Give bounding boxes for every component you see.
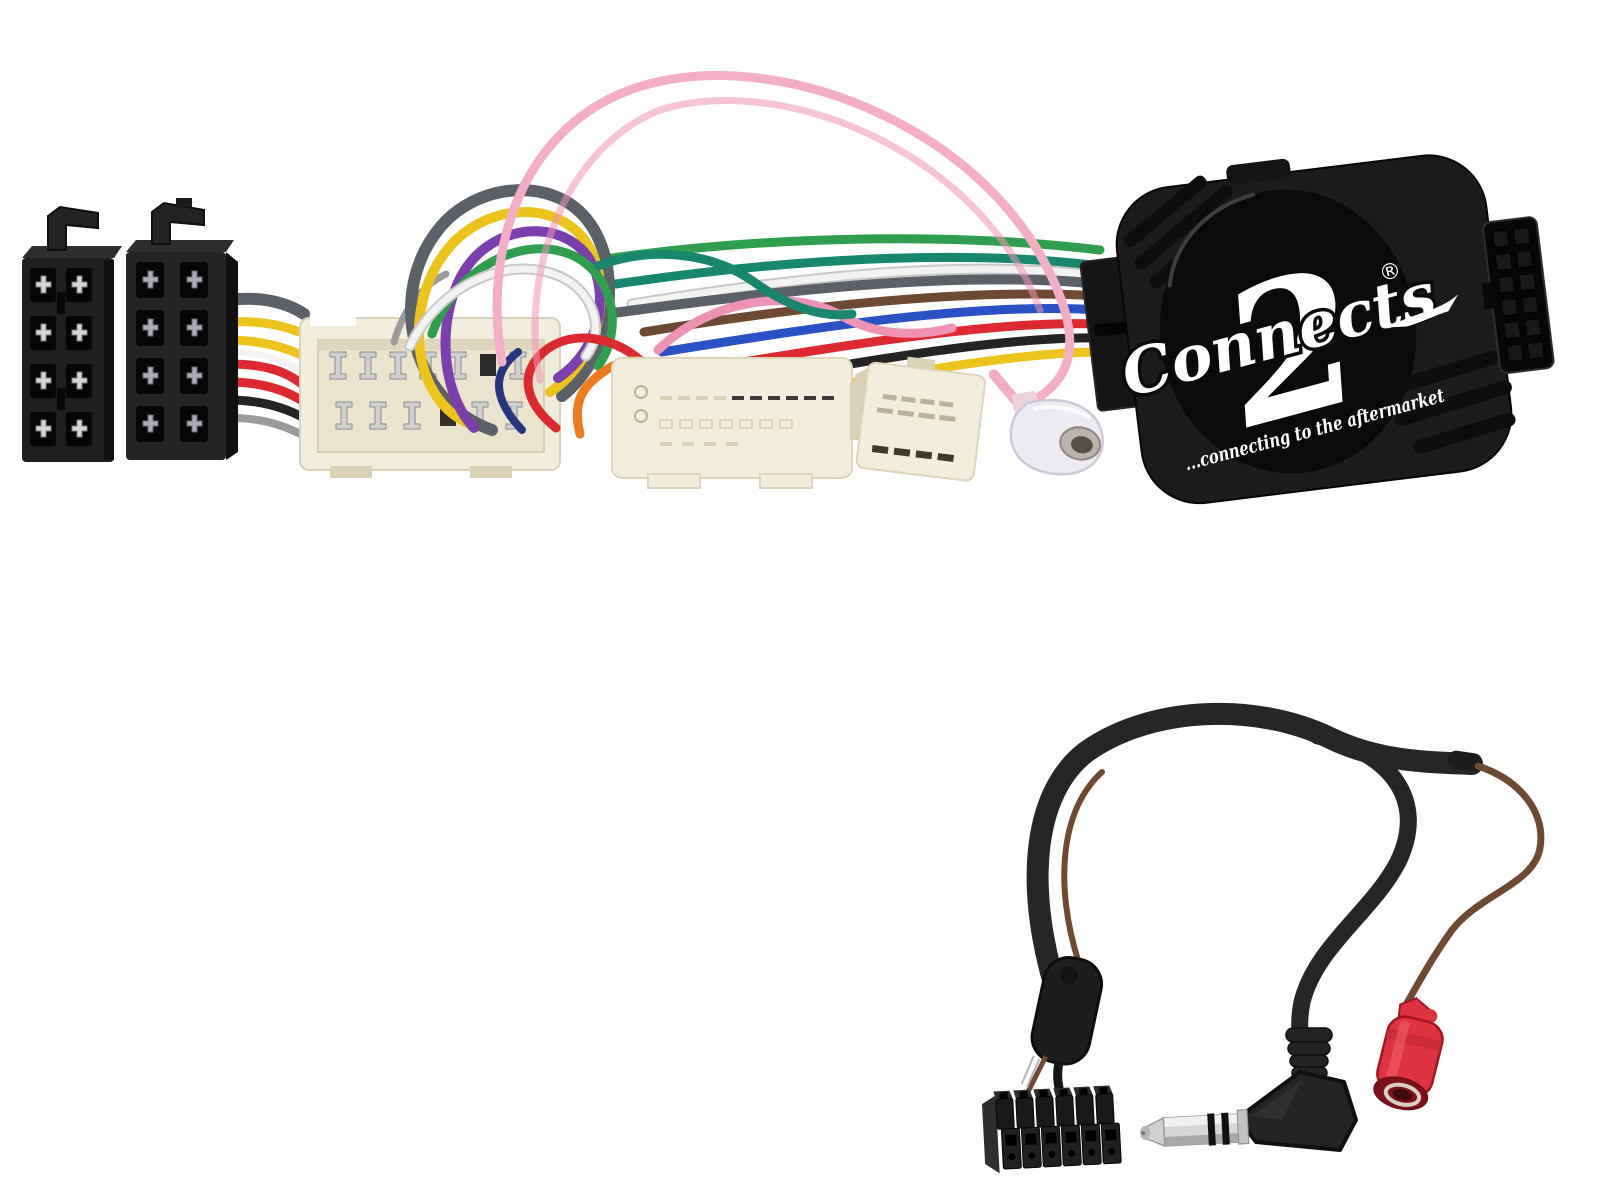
patch-cable-sheath [1026, 702, 1483, 1019]
vehicle-connector-small [851, 356, 986, 482]
jack-body [1236, 1070, 1358, 1152]
printed-label [876, 393, 956, 422]
connector-pin-marks [659, 396, 834, 446]
vehicle-connector-24pin [611, 357, 862, 489]
iso-connector-right [126, 198, 238, 460]
swc-interface-box: 2 Connects ® ...connecting to the afterm… [1079, 154, 1555, 505]
molex-12pin-connector [982, 1084, 1122, 1174]
wire-loop-bundle [390, 184, 857, 439]
jack-shaft [1140, 1109, 1250, 1148]
grip-ribs-bottom [1391, 350, 1516, 454]
pink-wires [492, 71, 1075, 413]
box-socket-12pin [1481, 216, 1555, 374]
patch-cable-jack-branch [1291, 727, 1417, 1055]
patch-lead-assembly [982, 702, 1545, 1174]
gloss-panel [1159, 189, 1417, 474]
logo-flourish [1388, 294, 1459, 328]
jack-35mm [1140, 1070, 1358, 1152]
iso-connector-left [22, 205, 122, 462]
brown-wire-inner [1061, 769, 1105, 963]
bullet-terminal-red [1373, 997, 1444, 1111]
sheath-end [1447, 750, 1483, 772]
connector-slots [871, 445, 955, 462]
brown-wire-to-bullet [1398, 762, 1545, 1016]
bullet-terminal-clear [988, 369, 1105, 476]
